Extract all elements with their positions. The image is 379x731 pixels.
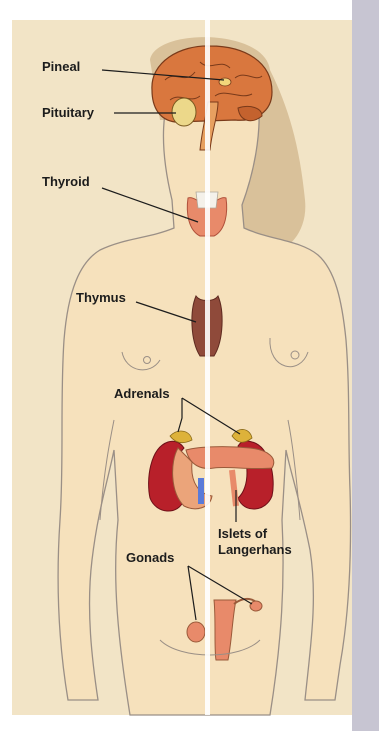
label-thyroid: Thyroid xyxy=(42,174,90,189)
left-ovary xyxy=(187,622,205,642)
label-gonads: Gonads xyxy=(126,550,174,565)
label-adrenals: Adrenals xyxy=(114,386,170,401)
label-pituitary: Pituitary xyxy=(42,105,94,120)
label-pineal: Pineal xyxy=(42,59,80,74)
midline xyxy=(205,20,210,715)
book-edge xyxy=(352,0,379,731)
label-thymus: Thymus xyxy=(76,290,126,305)
aorta-blue xyxy=(198,478,204,504)
pancreas xyxy=(186,447,274,469)
label-islets-line2: Langerhans xyxy=(218,542,292,557)
right-ovary xyxy=(250,601,262,611)
pituitary-gland xyxy=(172,98,196,126)
label-islets-line1: Islets of xyxy=(218,526,267,541)
